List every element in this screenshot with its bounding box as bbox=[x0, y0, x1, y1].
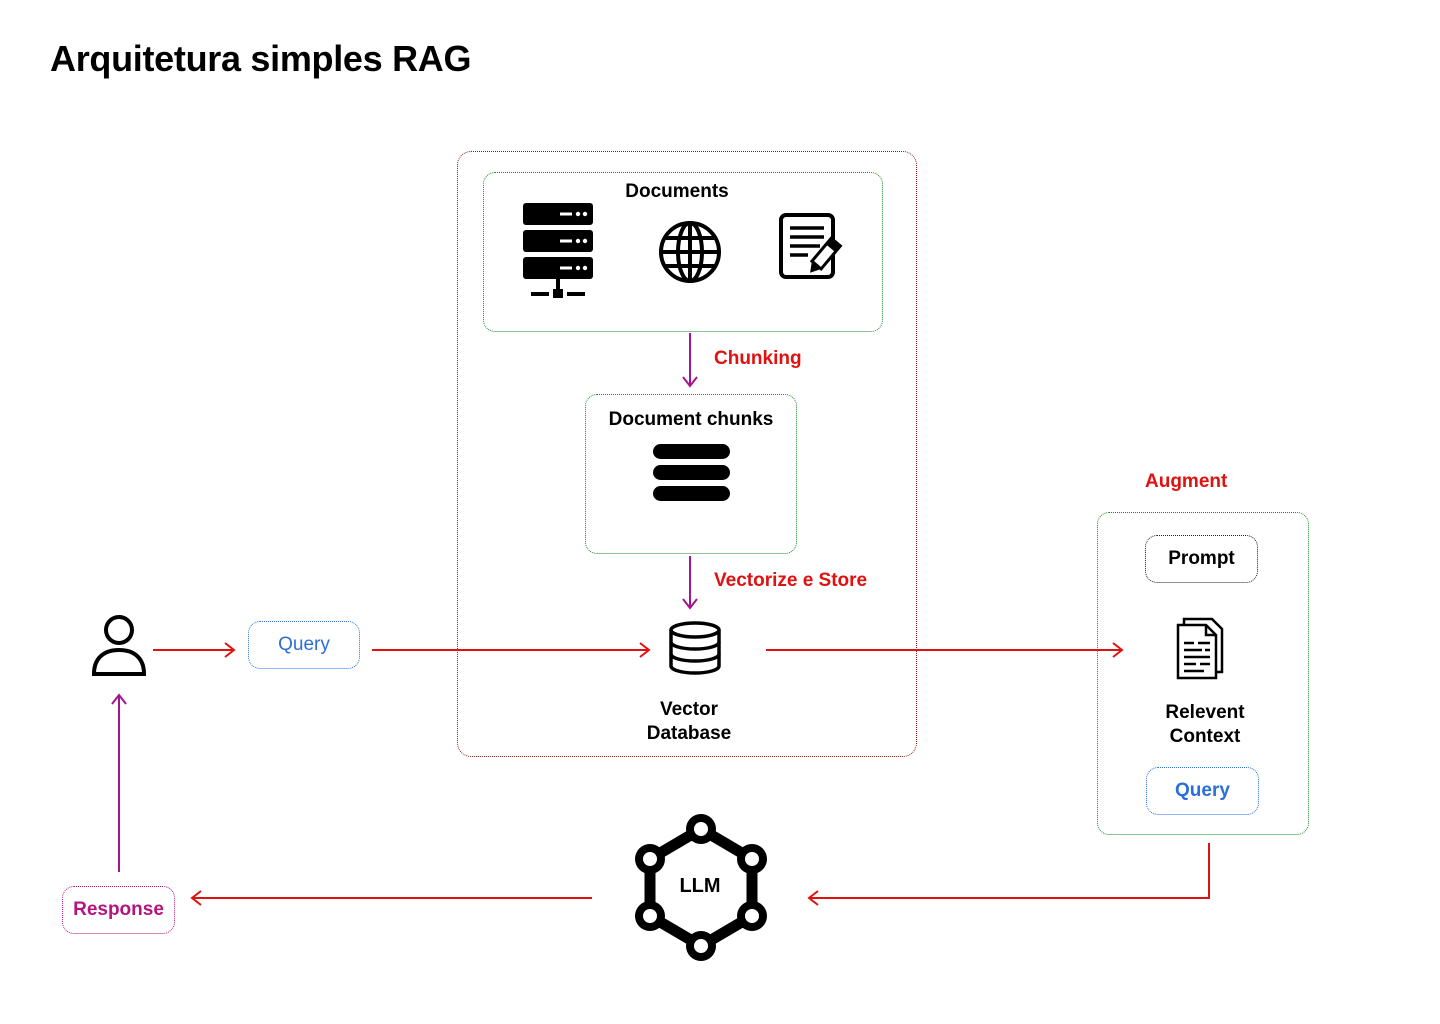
documents-box: Documents bbox=[483, 172, 883, 332]
documents-icon bbox=[1176, 617, 1224, 680]
documents-label: Documents bbox=[625, 181, 729, 202]
document-chunks-box: Document chunks bbox=[585, 394, 797, 554]
relevent-context-label: Relevent Context bbox=[1135, 701, 1275, 749]
query-left-pill: Query bbox=[248, 621, 360, 669]
page-title: Arquitetura simples RAG bbox=[50, 38, 472, 79]
user-icon bbox=[91, 615, 147, 676]
stack-icon bbox=[653, 444, 730, 501]
prompt-pill: Prompt bbox=[1145, 535, 1258, 583]
globe-icon bbox=[659, 221, 721, 283]
query-to-database-arrow bbox=[372, 642, 651, 658]
vectorize-arrow bbox=[682, 556, 698, 610]
database-icon bbox=[669, 621, 721, 675]
vector-database-label: Vector Database bbox=[619, 698, 759, 746]
vector-database-line2: Database bbox=[646, 723, 732, 744]
llm-network-icon bbox=[635, 814, 767, 961]
vectorize-label: Vectorize e Store bbox=[714, 570, 868, 591]
document-edit-icon bbox=[779, 213, 843, 279]
llm-to-response-arrow bbox=[190, 890, 592, 906]
augment-to-llm-arrow bbox=[807, 843, 1210, 906]
query-right-pill: Query bbox=[1146, 767, 1259, 815]
database-to-augment-arrow bbox=[766, 642, 1124, 658]
response-to-user-arrow bbox=[111, 693, 127, 872]
server-icon bbox=[523, 203, 593, 298]
relevent-context-line2: Context bbox=[1169, 726, 1241, 747]
relevent-context-line1: Relevent bbox=[1165, 702, 1245, 723]
document-chunks-label: Document chunks bbox=[608, 409, 774, 430]
response-pill: Response bbox=[62, 886, 175, 934]
llm-label: LLM bbox=[679, 875, 721, 897]
vector-database-line1: Vector bbox=[659, 699, 719, 720]
chunking-label: Chunking bbox=[714, 348, 802, 369]
user-to-query-arrow bbox=[153, 642, 236, 658]
ingestion-container bbox=[457, 151, 917, 757]
chunking-arrow bbox=[682, 333, 698, 388]
augment-label: Augment bbox=[1145, 471, 1228, 492]
augment-box bbox=[1097, 512, 1309, 835]
